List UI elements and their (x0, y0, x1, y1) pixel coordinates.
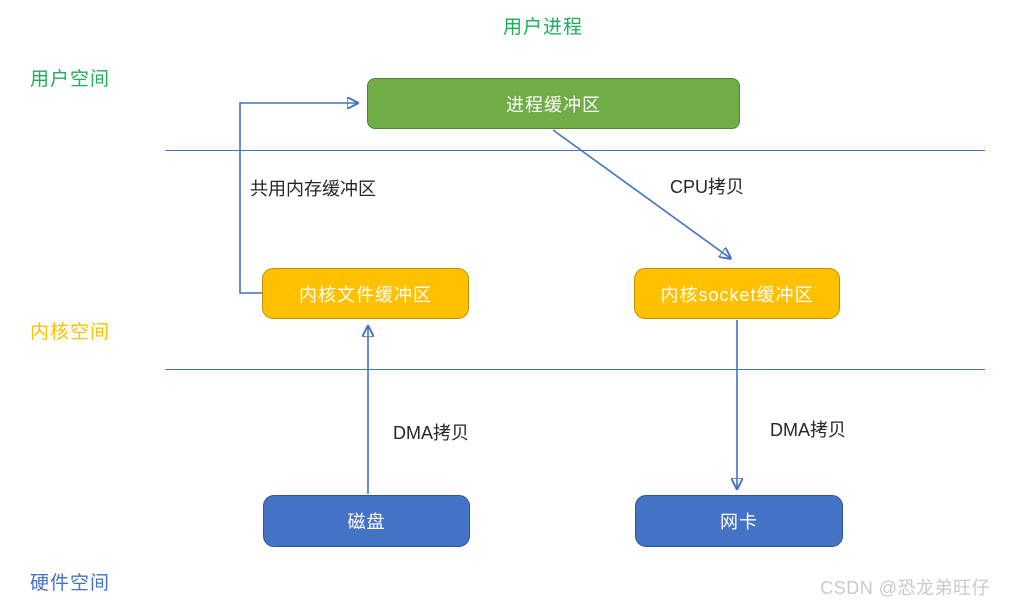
edge-label-shared-memory: 共用内存缓冲区 (250, 179, 376, 199)
diagram-title: 用户进程 (0, 12, 1012, 39)
node-disk: 磁盘 (263, 495, 470, 547)
edge-label-dma-copy-right: DMA拷贝 (770, 420, 846, 440)
node-process-buffer: 进程缓冲区 (367, 78, 740, 129)
divider-kernel-hardware (165, 369, 985, 370)
csdn-watermark: CSDN @恐龙弟旺仔 (820, 578, 990, 598)
node-kernel-socket-buffer: 内核socket缓冲区 (634, 268, 840, 319)
diagram-title-text: 用户进程 (502, 17, 583, 38)
region-label-hardware-space: 硬件空间 (30, 573, 111, 594)
node-network-card: 网卡 (635, 495, 843, 547)
region-label-user-space: 用户空间 (30, 69, 111, 90)
edge-label-dma-copy-left: DMA拷贝 (393, 423, 469, 443)
divider-user-kernel (165, 150, 985, 151)
edge-label-cpu-copy: CPU拷贝 (670, 177, 745, 197)
region-label-kernel-space: 内核空间 (30, 322, 111, 343)
node-kernel-file-buffer: 内核文件缓冲区 (262, 268, 469, 319)
